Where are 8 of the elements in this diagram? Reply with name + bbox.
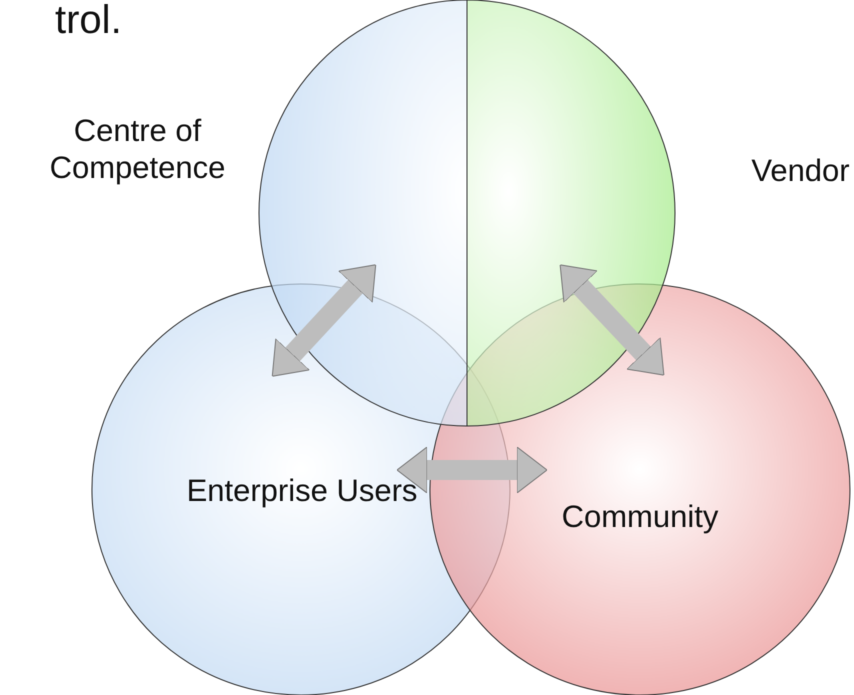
set-label: Centre of Competence <box>48 112 226 186</box>
partial-heading: trol. <box>55 0 122 42</box>
set-label: Vendor <box>750 152 851 190</box>
double-arrow <box>560 264 664 376</box>
set-label: Community <box>560 498 720 536</box>
double-arrow <box>396 446 548 494</box>
set-label: Enterprise Users <box>186 472 418 510</box>
double-arrow <box>272 264 376 377</box>
